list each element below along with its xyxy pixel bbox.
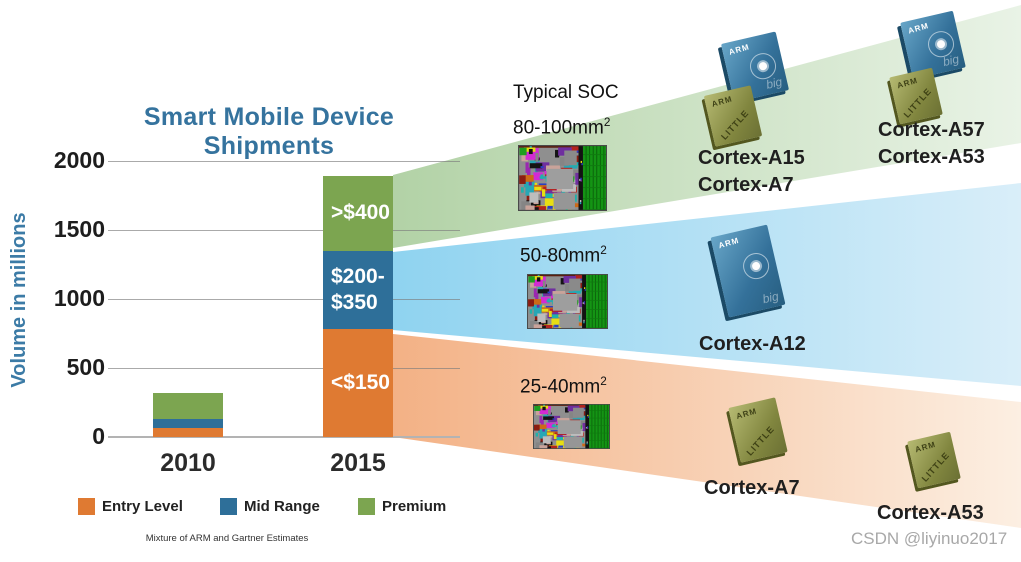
y-tick-label-1500: 1500 [53, 216, 105, 242]
cortex-a15-a7-label: Cortex-A15 Cortex-A7 [698, 145, 805, 199]
cortex-a53-label: Cortex-A53 [877, 500, 984, 527]
x-tick-label-2015: 2015 [330, 449, 386, 477]
legend-swatch-mid-range [220, 498, 237, 515]
bar-segment-2010-mid-range [153, 419, 223, 429]
legend-item-entry-level: Entry Level [78, 498, 183, 515]
x-tick-label-2010: 2010 [160, 449, 216, 477]
band-mid-range [393, 183, 1021, 386]
cortex-label-line: Cortex-A7 [698, 174, 794, 196]
bar-segment-2010-premium [153, 392, 223, 420]
gridline-1500 [108, 229, 460, 231]
soc-die-image-small [533, 404, 610, 449]
legend-label-entry-level: Entry Level [102, 498, 183, 515]
soc-size-label-entry: 25-40mm2 [520, 375, 607, 398]
cortex-a12-label: Cortex-A12 [699, 331, 806, 358]
chart-title: Smart Mobile Device Shipments [143, 103, 395, 160]
cortex-a7-label: Cortex-A7 [704, 475, 800, 502]
y-tick-label-0: 0 [92, 423, 105, 449]
legend-item-mid-range: Mid Range [220, 498, 320, 515]
soc-size-sup: 2 [600, 375, 607, 388]
bar-segment-label: <$150 [331, 371, 390, 395]
bar-segment-2015-entry-level [323, 329, 393, 437]
soc-size-text: 50-80mm [520, 245, 601, 267]
legend-swatch-premium [358, 498, 375, 515]
band-entry-level [393, 334, 1021, 528]
cortex-label-line: Cortex-A53 [878, 146, 985, 168]
legend-item-premium: Premium [358, 498, 446, 515]
bar-segment-2015-premium [323, 176, 393, 251]
soc-size-label-premium: 80-100mm2 [513, 116, 610, 139]
soc-size-text: 80-100mm [513, 117, 604, 139]
bar-segment-2015-mid-range [323, 250, 393, 330]
cortex-a57-a53-label: Cortex-A57 Cortex-A53 [878, 117, 985, 171]
legend-swatch-entry-level [78, 498, 95, 515]
gridline-1000 [108, 298, 460, 300]
bar-segment-label: >$400 [331, 201, 390, 225]
soc-size-sup: 2 [603, 116, 611, 129]
source-footnote: Mixture of ARM and Gartner Estimates [145, 533, 309, 544]
y-tick-label-1000: 1000 [53, 285, 105, 311]
cortex-label-line: Cortex-A57 [878, 119, 985, 141]
watermark: CSDN @liyinuo2017 [851, 529, 1008, 548]
cortex-label-line: Cortex-A12 [699, 333, 806, 355]
y-axis-label: Volume in millions [8, 212, 30, 388]
typical-soc-header: Typical SOC [513, 82, 619, 103]
cortex-label-line: Cortex-A15 [698, 147, 805, 169]
cortex-label-line: Cortex-A7 [704, 477, 800, 499]
cortex-label-line: Cortex-A53 [877, 502, 984, 524]
gridline-500 [108, 367, 460, 369]
bar-segment-2010-entry-level [153, 428, 223, 437]
soc-size-sup: 2 [600, 244, 607, 257]
gridline-2000 [108, 160, 460, 162]
y-tick-label-2000: 2000 [53, 147, 105, 173]
soc-size-text: 25-40mm [520, 376, 601, 398]
soc-size-label-mid: 50-80mm2 [520, 244, 607, 267]
soc-die-image-large [518, 145, 607, 211]
bar-segment-label: $200- $350 [331, 264, 385, 315]
y-tick-label-500: 500 [66, 354, 105, 380]
legend-label-mid-range: Mid Range [244, 498, 320, 515]
gridline-0 [108, 436, 460, 438]
soc-die-image-medium [527, 274, 608, 329]
legend-label-premium: Premium [382, 498, 447, 515]
